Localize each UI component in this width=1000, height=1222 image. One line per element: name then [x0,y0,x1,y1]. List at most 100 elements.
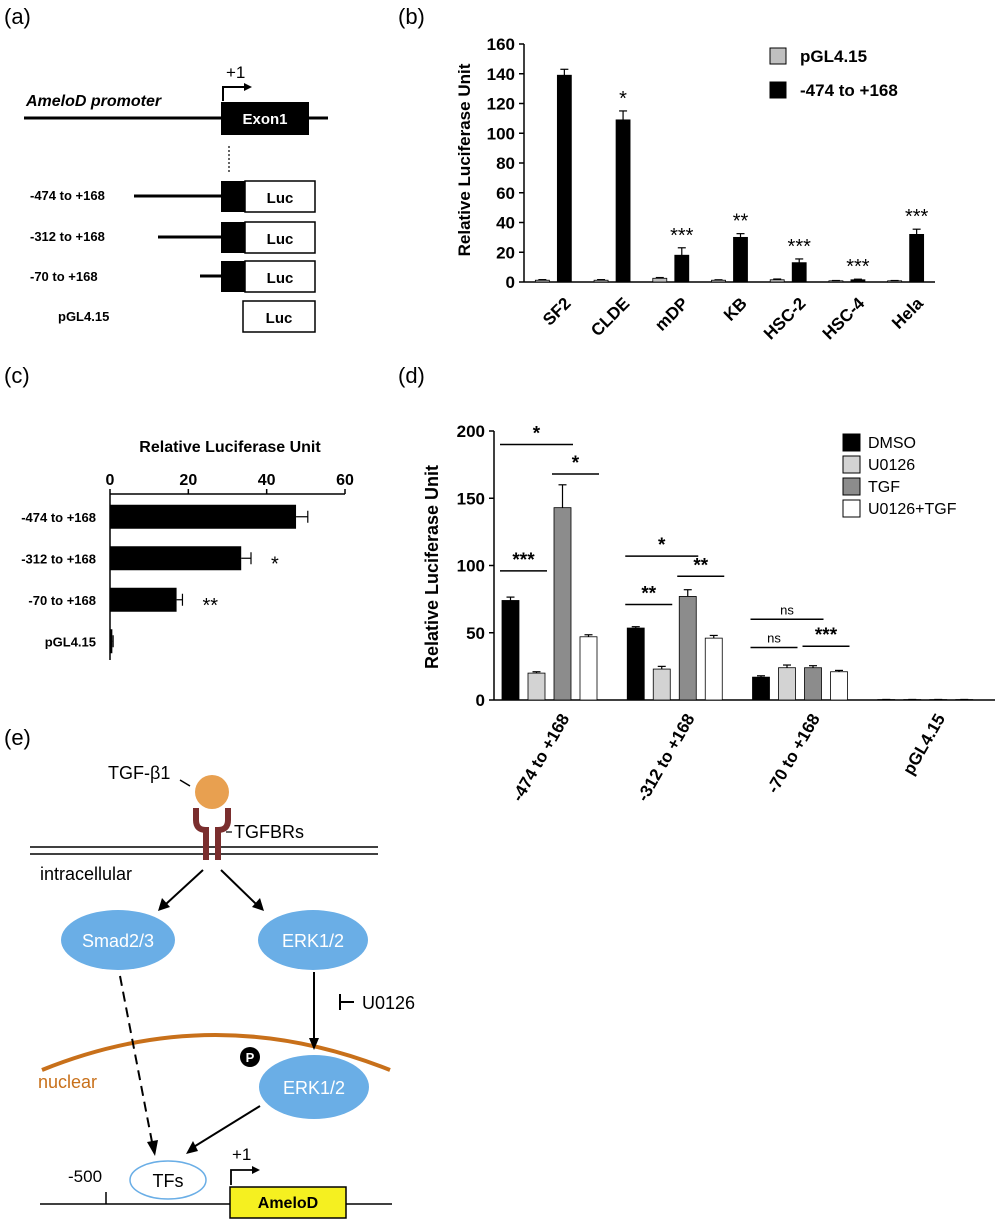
chart-d-category-label: -474 to +168 [508,711,573,805]
chart-b-bar [674,254,690,283]
chart-b-legend-swatch [769,81,787,99]
chart-b-bar [769,279,785,283]
smad-node [61,910,175,970]
luc-label-pgl415: Luc [266,310,293,327]
chart-b-bar [791,262,807,283]
chart-d-bar [804,667,822,701]
chart-c-significance: * [271,553,279,575]
arrow-perk-to-tfs [191,1105,261,1149]
chart-d-legend-swatch [842,433,861,452]
receptor-icon [193,808,231,860]
chart-b-bar [711,279,726,283]
chart-b-legend-label: pGL4.15 [800,47,867,66]
construct-label-70: -70 to +168 [30,269,98,284]
panel-label-e: (e) [4,725,31,750]
chart-b-category-label: HSC-4 [819,293,869,343]
chart-b-category-label: HSC-2 [760,294,810,344]
chart-b-ytick-label: 40 [496,214,515,233]
chart-d-bar [553,507,572,701]
chart-d-ytick-label: 50 [466,624,485,643]
arrow-erk-to-nucleus-head [309,1038,319,1050]
chart-b-ytick-label: 60 [496,184,515,203]
ligand-label: TGF-β1 [108,763,170,783]
chart-b-ytick-label: 160 [487,35,515,54]
intracellular-label: intracellular [40,864,132,884]
chart-d-comparison-label: ns [780,602,794,617]
nuclear-membrane [41,1033,391,1072]
chart-c-bar [110,546,242,571]
construct-exon-70 [221,261,245,292]
panel-label-d: (d) [398,363,425,388]
chart-b-legend-label: -474 to +168 [800,81,898,100]
chart-d-legend-swatch [842,477,861,496]
chart-b-ytick-label: 120 [487,95,515,114]
chart-d-bar [830,671,848,701]
perk-label: ERK1/2 [283,1078,345,1098]
chart-d-bar [752,676,770,701]
gene-tss-arrowhead [252,1166,260,1174]
chart-d-legend-label: DMSO [868,435,916,452]
chart-c-category-label: -312 to +168 [21,551,96,566]
chart-b-ylabel: Relative Luciferase Unit [455,63,474,256]
tss-arrow [222,86,244,101]
arrow-perk-to-tfs-head [186,1141,198,1154]
chart-b-bars: SF2*CLDE***mDP**KB***HSC-2***HSC-4***Hel… [534,68,929,344]
chart-b-category-label: mDP [651,294,692,335]
chart-d-category-label: pGL4.15 [899,711,949,779]
chart-b-category-label: KB [720,294,751,325]
chart-d-bar [652,668,671,701]
exon1-box [221,102,309,135]
chart-d-legend-label: TGF [868,479,900,496]
gene-box [229,1186,347,1219]
chart-c-bar [110,504,297,529]
chart-c-xlabel: Relative Luciferase Unit [139,439,321,456]
gene-label: AmeloD [258,1195,318,1212]
construct-label-pgl415: pGL4.15 [58,309,109,324]
chart-d-legend-label: U0126 [868,457,915,474]
arrow-to-smad [165,869,204,905]
chart-c-xtick-label: 60 [336,472,354,489]
chart-b-significance: *** [788,236,812,258]
chart-c-bars: -474 to +168-312 to +168*-70 to +168**pG… [21,504,309,654]
chart-d-comparison-label: * [533,423,541,444]
chart-b-ytick-label: 140 [487,65,515,84]
luc-box-pgl415 [242,300,316,333]
luc-label-312: Luc [267,231,294,248]
chart-b-legend: pGL4.15 -474 to +168 [769,47,898,100]
luc-box-474 [244,180,316,213]
chart-d-comparison-label: ** [641,584,656,605]
inhibitor-label: U0126 [362,993,415,1013]
chart-b-bar [850,279,866,283]
chart-d-comparison-label: ns [767,631,781,646]
chart-d-ytick-label: 0 [476,691,485,710]
panel-e-pathway-diagram: TGF-β1 TGFBRs intracellular Smad2/3 ERK1… [30,763,415,1219]
chart-d-comparison-label: * [658,535,666,556]
chart-b-significance: *** [846,256,870,278]
gene-tss-arrow [230,1169,252,1185]
construct-exon-312 [221,222,245,253]
chart-d-comparison-label: * [572,453,580,474]
luc-box-312 [244,221,316,254]
chart-d-legend-swatch [842,499,861,518]
ligand-circle [195,775,229,809]
chart-c-xtick-label: 20 [179,472,197,489]
chart-d-bar [501,600,520,701]
chart-b-significance: ** [733,211,749,233]
tss-arrowhead [244,83,252,91]
smad-label: Smad2/3 [82,931,154,951]
chart-b-bar [652,277,668,283]
construct-label-474: -474 to +168 [30,188,105,203]
perk-node [259,1055,369,1119]
chart-c-bar [110,587,177,612]
panel-label-b: (b) [398,4,425,29]
chart-b: Relative Luciferase Unit 020406080100120… [455,35,935,343]
receptor-left [193,808,209,860]
chart-b-bar [534,279,550,283]
ligand-leader [179,779,191,787]
chart-b-category-label: CLDE [587,294,633,340]
chart-d-bar [579,636,598,701]
